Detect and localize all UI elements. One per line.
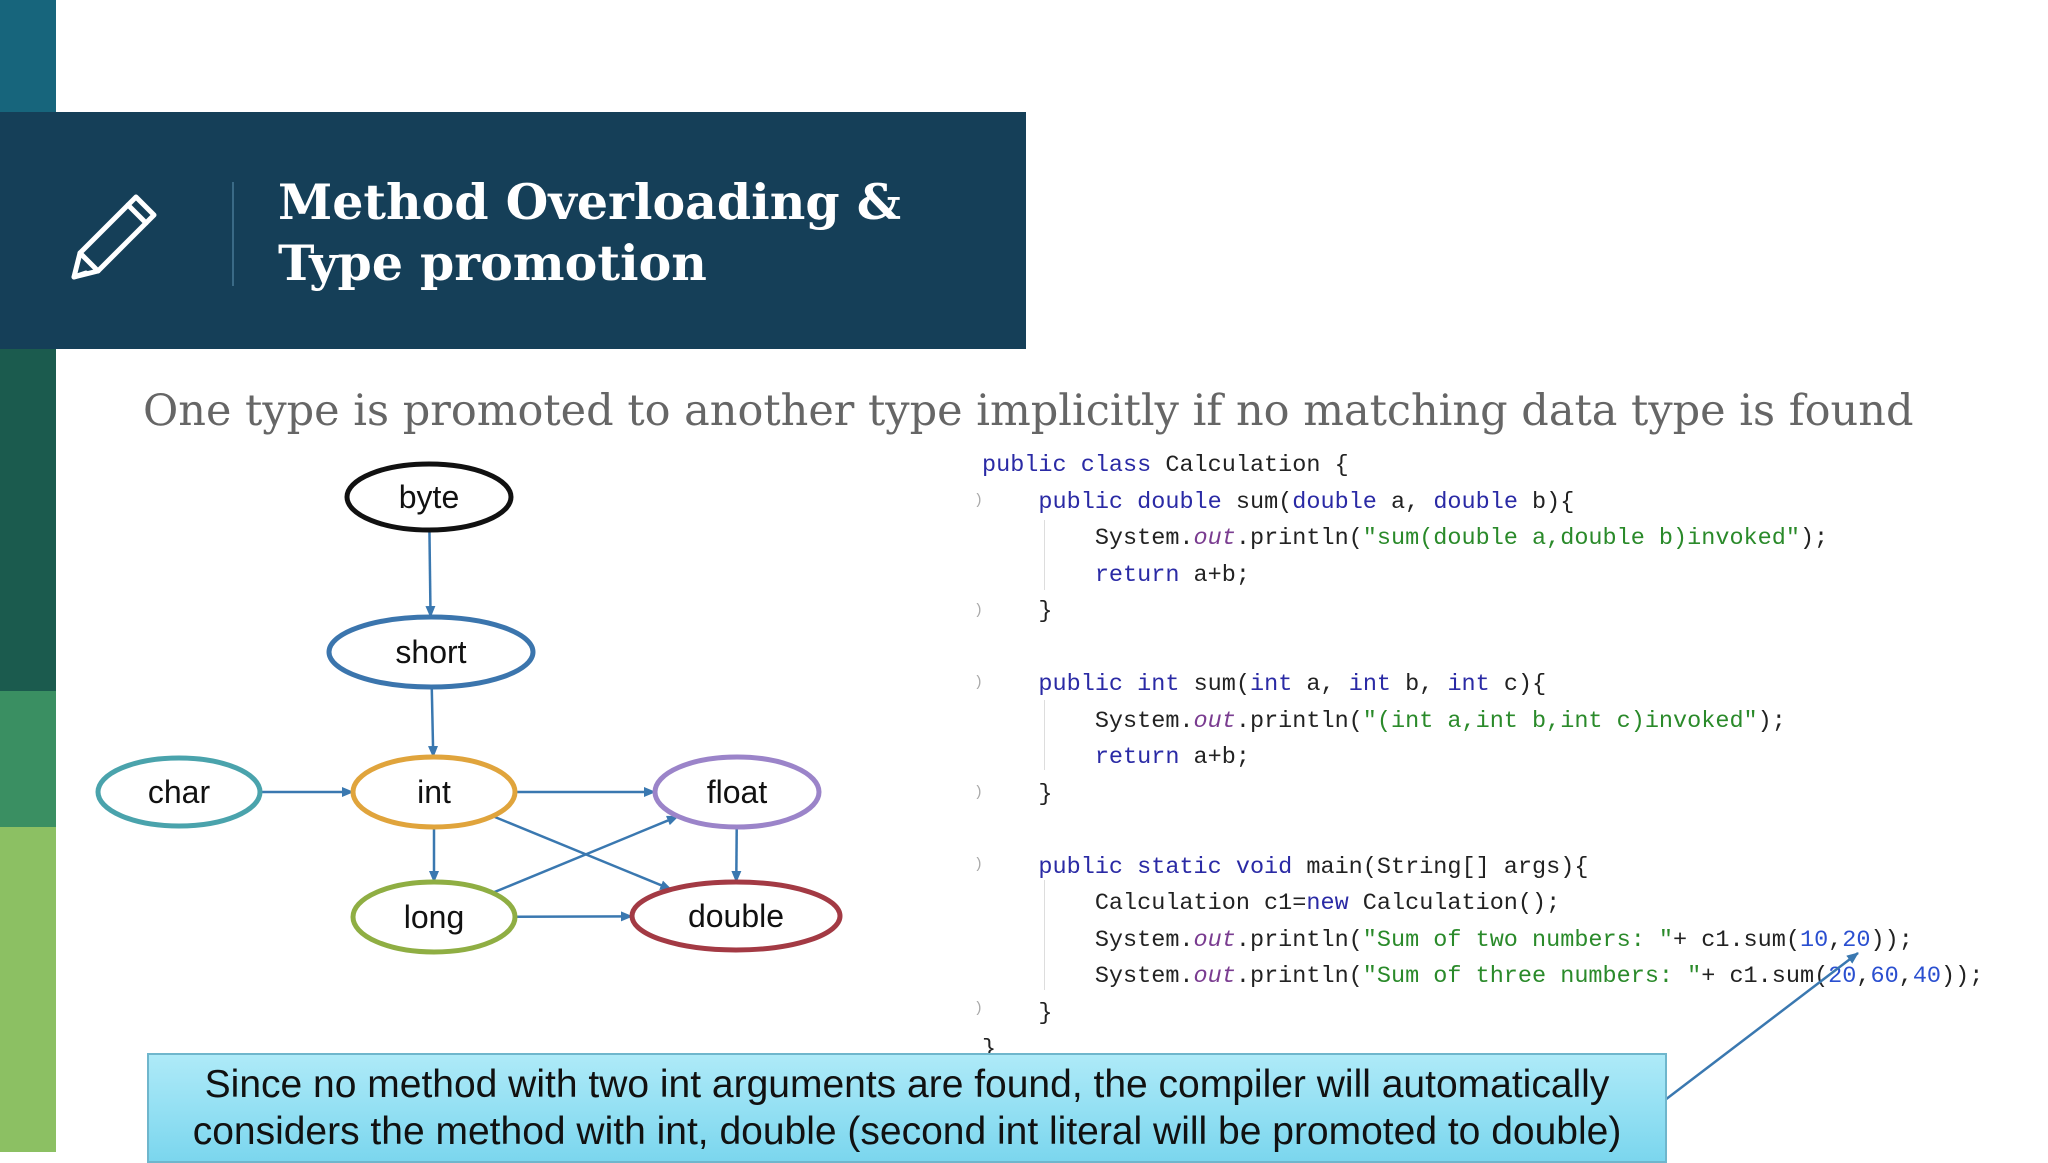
code-line: public class Calculation { <box>982 448 1983 485</box>
edge-int-to-double <box>493 816 672 889</box>
slide-title: Method Overloading & Type promotion <box>278 172 998 294</box>
code-line: Calculation c1=new Calculation(); <box>982 886 1983 923</box>
slide-subtitle: One type is promoted to another type imp… <box>143 383 1943 439</box>
node-label: byte <box>399 479 459 515</box>
code-line <box>982 631 1983 668</box>
node-label: int <box>417 774 451 810</box>
code-line: public static void main(String[] args){ <box>982 850 1983 887</box>
node-int: int <box>353 757 515 827</box>
node-float: float <box>655 757 819 827</box>
code-line: public double sum(double a, double b){ <box>982 485 1983 522</box>
pencil-icon <box>66 185 166 285</box>
node-label: float <box>707 774 768 810</box>
node-byte: byte <box>347 464 511 530</box>
code-line: System.out.println("(int a,int b,int c)i… <box>982 704 1983 741</box>
node-label: double <box>688 898 784 934</box>
code-line: public int sum(int a, int b, int c){ <box>982 667 1983 704</box>
edge-short-to-int <box>432 687 434 757</box>
edge-byte-to-short <box>429 530 430 617</box>
code-line: return a+b; <box>982 558 1983 595</box>
node-label: char <box>148 774 211 810</box>
code-line: System.out.println("sum(double a,double … <box>982 521 1983 558</box>
banner-divider <box>232 182 234 286</box>
side-strip-teal <box>0 0 56 112</box>
type-promotion-diagram: byte short char int float long double <box>0 440 900 980</box>
code-line <box>982 813 1983 850</box>
code-line: return a+b; <box>982 740 1983 777</box>
node-double: double <box>632 882 840 950</box>
explanation-callout: Since no method with two int arguments a… <box>147 1053 1667 1163</box>
code-line: } <box>982 777 1983 814</box>
callout-pointer-arrow <box>1660 950 1880 1110</box>
code-line: } <box>982 594 1983 631</box>
node-label: long <box>404 899 465 935</box>
node-char: char <box>98 758 260 826</box>
node-long: long <box>353 882 515 952</box>
node-label: short <box>395 634 466 670</box>
node-short: short <box>329 617 533 687</box>
